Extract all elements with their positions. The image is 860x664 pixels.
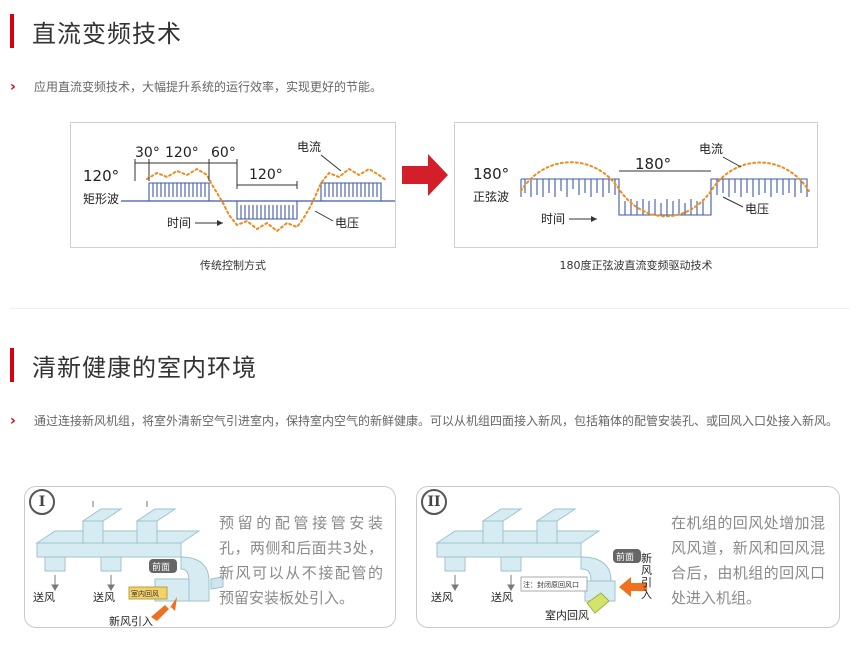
degree-dimension-lines xyxy=(134,159,298,189)
left-diagram-caption: 传统控制方式 xyxy=(200,259,266,272)
fresh-air-intake-label: 新风引入 xyxy=(109,614,153,627)
wave-name-label: 矩形波 xyxy=(83,192,119,206)
time-arrow-icon xyxy=(217,220,223,226)
duct-diagram-2: 注：封闭原回风口 前面 送风 送风 室内回风 xyxy=(431,508,647,622)
wave-angle-label: 120° xyxy=(83,167,119,185)
title-accent-bar xyxy=(10,348,14,382)
wave-angle-label: 180° xyxy=(473,165,509,183)
angle-30-label: 30° xyxy=(135,145,160,161)
time-label: 时间 xyxy=(167,216,191,230)
angle-60-label: 60° xyxy=(211,145,236,161)
pwm-block-negative xyxy=(236,201,298,220)
title-accent-bar xyxy=(10,14,14,48)
fresh-air-intake-label: 新风引入 xyxy=(641,552,652,601)
section-title-fresh-air: 清新健康的室内环境 xyxy=(10,348,257,382)
fresh-air-arrow-icon xyxy=(151,597,177,621)
return-air-label: 室内回风 xyxy=(545,608,589,622)
closed-return-note: 注：封闭原回风口 xyxy=(523,580,579,589)
card-description: 在机组的回风处增加混风风道，新风和回风混合后，由机组的回风口处进入机组。 xyxy=(671,514,825,607)
supply-air-label: 送风 xyxy=(491,590,513,604)
section-description: › 通过连接新风机组，将室外清新空气引进室内，保持室内空气的新鲜健康。可以从机组… xyxy=(10,410,852,432)
mixing-duct xyxy=(586,592,610,614)
rectangular-wave-chart: 30° 120° 60° 120° 120° 矩形波 电流 电压 时间 xyxy=(83,140,395,233)
install-option-card-2: II 注：封闭原回风口 前面 送风 送风 室内回风 新风引入 在机组的回风处增加… xyxy=(416,486,840,628)
pwm-block-positive-2 xyxy=(320,182,382,201)
section-divider xyxy=(10,308,850,309)
front-label: 前面 xyxy=(152,561,170,573)
mid-angle-label: 180° xyxy=(635,155,671,173)
angle-120-label: 120° xyxy=(165,145,199,161)
traditional-control-diagram: 30° 120° 60° 120° 120° 矩形波 电流 电压 时间 xyxy=(70,122,396,248)
chevron-right-icon: › xyxy=(10,79,16,95)
voltage-label: 电压 xyxy=(745,202,769,216)
current-label: 电流 xyxy=(297,140,321,154)
description-text: 应用直流变频技术，大幅提升系统的运行效率，实现更好的节能。 xyxy=(34,80,383,94)
section-heading: 清新健康的室内环境 xyxy=(32,353,257,382)
voltage-label: 电压 xyxy=(335,216,359,230)
right-arrow-icon xyxy=(402,154,448,196)
install-option-card-1: I 室内回风 前面 送风 送风 新风引入 预留的配管接管安装孔，两侧 xyxy=(24,486,396,628)
front-label: 前面 xyxy=(616,551,634,563)
fresh-air-arrow-icon xyxy=(619,577,647,597)
sine-wave-control-diagram: 180° 正弦波 180° 电流 电压 时间 xyxy=(454,122,818,248)
description-text: 通过连接新风机组，将室外清新空气引进室内，保持室内空气的新鲜健康。可以从机组四面… xyxy=(34,414,839,428)
card-description: 预留的配管接管安装孔，两侧和后面共3处，新风可以从不接配管的预留安装板处引入。 xyxy=(219,514,383,607)
angle-120b-label: 120° xyxy=(249,167,283,183)
current-curve xyxy=(146,167,388,233)
supply-air-label: 送风 xyxy=(33,590,55,604)
chevron-right-icon: › xyxy=(10,413,16,429)
supply-air-label: 送风 xyxy=(93,590,115,604)
return-air-label: 室内回风 xyxy=(131,589,159,598)
section-heading: 直流变频技术 xyxy=(32,19,182,48)
duct-diagram-1: 室内回风 前面 送风 送风 新风引入 xyxy=(33,501,224,627)
current-label: 电流 xyxy=(699,142,723,156)
time-label: 时间 xyxy=(541,212,565,226)
pwm-sine-wave xyxy=(520,178,808,216)
sine-wave-chart: 180° 正弦波 180° 电流 电压 时间 xyxy=(473,142,810,226)
supply-air-label: 送风 xyxy=(431,590,453,604)
roman-numeral-badge: II xyxy=(421,489,447,515)
pwm-block-positive-1 xyxy=(148,182,210,201)
current-sine-curve xyxy=(520,161,810,218)
wave-name-label: 正弦波 xyxy=(473,189,509,204)
time-arrow-icon xyxy=(591,216,597,222)
section-title-dc-inverter: 直流变频技术 xyxy=(10,14,182,48)
roman-numeral-badge: I xyxy=(29,489,55,515)
section-description: › 应用直流变频技术，大幅提升系统的运行效率，实现更好的节能。 xyxy=(10,76,852,98)
right-diagram-caption: 180度正弦波直流变频驱动技术 xyxy=(559,259,713,272)
